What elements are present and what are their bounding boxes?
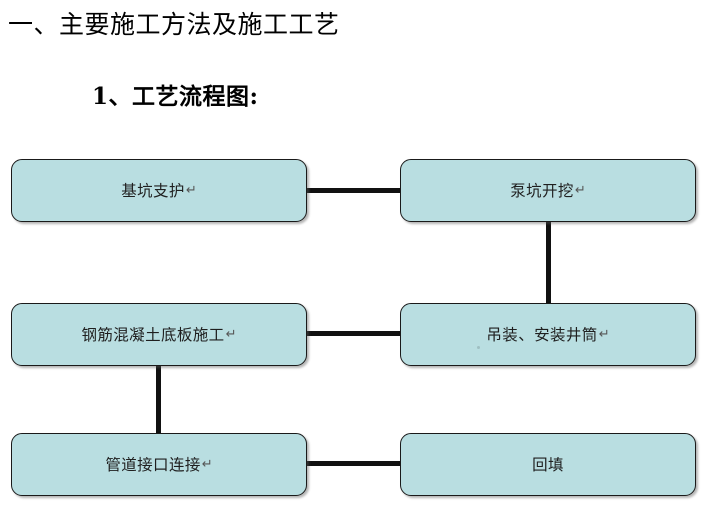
flow-node-label: 泵坑开挖 bbox=[510, 181, 574, 200]
flow-node-label: 管道接口连接 bbox=[105, 455, 201, 474]
scan-speck bbox=[477, 346, 480, 349]
flow-node-basement-support[interactable]: 基坑支护↵ bbox=[11, 159, 307, 222]
flow-node-pipe-joint-connection[interactable]: 管道接口连接↵ bbox=[11, 433, 307, 496]
flow-node-hoist-install-shaft[interactable]: 吊装、安装井筒↵ bbox=[400, 303, 696, 366]
flow-node-backfill[interactable]: 回填 bbox=[400, 433, 696, 496]
paragraph-return-icon: ↵ bbox=[225, 327, 237, 342]
flow-node-label: 基坑支护 bbox=[121, 181, 185, 200]
connector-pump-pit-to-shaft-install bbox=[546, 220, 551, 306]
flow-node-label: 吊装、安装井筒 bbox=[486, 325, 598, 344]
paragraph-return-icon: ↵ bbox=[185, 183, 197, 198]
paragraph-return-icon: ↵ bbox=[598, 327, 610, 342]
connector-pipe-joint-to-backfill bbox=[305, 461, 402, 466]
flow-node-pump-pit-excavation[interactable]: 泵坑开挖↵ bbox=[400, 159, 696, 222]
connector-slab-construction-to-pipe-joint bbox=[156, 363, 161, 436]
connector-slab-construction-to-shaft-install bbox=[305, 331, 402, 336]
connector-basement-support-to-pump-pit bbox=[305, 188, 402, 193]
flow-node-label: 回填 bbox=[532, 455, 564, 474]
paragraph-return-icon: ↵ bbox=[201, 457, 213, 472]
paragraph-return-icon: ↵ bbox=[574, 183, 586, 198]
flow-node-reinforced-concrete-slab[interactable]: 钢筋混凝土底板施工↵ bbox=[11, 303, 307, 366]
section-subtitle: 1、工艺流程图: bbox=[92, 83, 259, 110]
page-title: 一、主要施工方法及施工工艺 bbox=[8, 10, 340, 39]
flow-node-label: 钢筋混凝土底板施工 bbox=[81, 325, 225, 344]
